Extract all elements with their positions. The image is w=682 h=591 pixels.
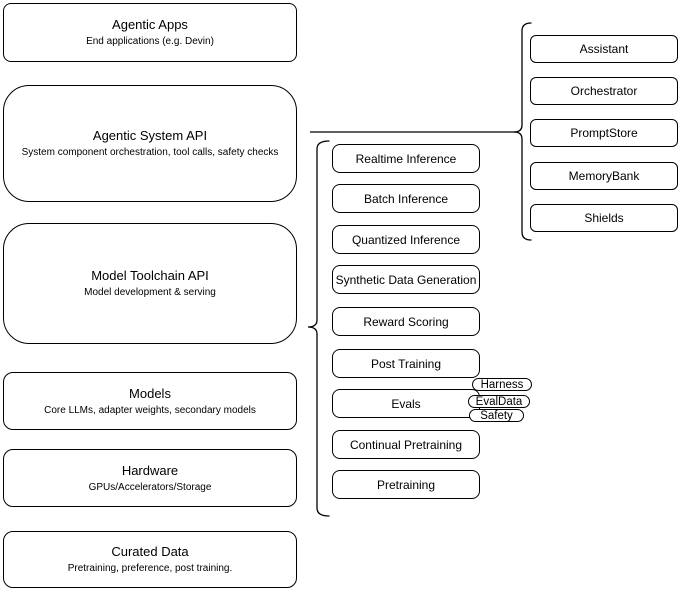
- node-memorybank: MemoryBank: [530, 162, 678, 190]
- node-label: Shields: [584, 211, 624, 225]
- node-curated-data: Curated Data Pretraining, preference, po…: [3, 531, 297, 588]
- node-agentic-system-api: Agentic System API System component orch…: [3, 85, 297, 202]
- node-label: Orchestrator: [570, 84, 638, 98]
- node-batch-inference: Batch Inference: [332, 184, 480, 213]
- node-continual-pretraining: Continual Pretraining: [332, 430, 480, 459]
- node-title: Hardware: [121, 462, 179, 478]
- node-subtitle: Core LLMs, adapter weights, secondary mo…: [44, 404, 256, 416]
- tag-harness: Harness: [472, 378, 532, 391]
- node-title: Curated Data: [111, 544, 189, 559]
- node-label: Post Training: [370, 356, 442, 371]
- node-label: Synthetic Data Generation: [335, 272, 477, 287]
- node-subtitle: Pretraining, preference, post training.: [67, 563, 233, 574]
- node-post-training: Post Training: [332, 349, 480, 378]
- node-shields: Shields: [530, 204, 678, 232]
- node-promptstore: PromptStore: [530, 119, 678, 147]
- node-label: Assistant: [579, 42, 629, 56]
- node-subtitle: End applications (e.g. Devin): [86, 36, 214, 47]
- tag-label: Harness: [480, 378, 524, 391]
- node-label: PromptStore: [570, 126, 638, 140]
- node-label: Reward Scoring: [363, 314, 449, 329]
- node-subtitle: System component orchestration, tool cal…: [21, 147, 279, 158]
- node-title: Agentic Apps: [112, 17, 188, 32]
- toolchain-brace: [307, 140, 330, 517]
- node-label: Quantized Inference: [351, 232, 461, 247]
- node-subtitle: GPUs/Accelerators/Storage: [88, 481, 212, 493]
- node-label: Realtime Inference: [355, 151, 457, 166]
- node-orchestrator: Orchestrator: [530, 77, 678, 105]
- tag-evaldata: EvalData: [468, 395, 530, 408]
- node-synthetic-data-generation: Synthetic Data Generation: [332, 265, 480, 294]
- node-label: Pretraining: [376, 477, 436, 492]
- node-models: Models Core LLMs, adapter weights, secon…: [3, 372, 297, 430]
- node-hardware: Hardware GPUs/Accelerators/Storage: [3, 449, 297, 507]
- node-assistant: Assistant: [530, 35, 678, 63]
- node-title: Model Toolchain API: [91, 268, 209, 283]
- components-brace: [513, 22, 532, 241]
- node-evals: Evals: [332, 389, 480, 418]
- tag-label: EvalData: [475, 395, 523, 408]
- node-title: Agentic System API: [92, 128, 208, 143]
- tag-label: Safety: [480, 409, 513, 422]
- node-realtime-inference: Realtime Inference: [332, 144, 480, 173]
- node-agentic-apps: Agentic Apps End applications (e.g. Devi…: [3, 3, 297, 62]
- node-pretraining: Pretraining: [332, 470, 480, 499]
- node-quantized-inference: Quantized Inference: [332, 225, 480, 254]
- node-title: Models: [129, 385, 171, 401]
- node-label: Continual Pretraining: [349, 437, 463, 452]
- node-label: Evals: [391, 396, 421, 411]
- node-label: MemoryBank: [568, 169, 640, 183]
- node-model-toolchain-api: Model Toolchain API Model development & …: [3, 223, 297, 344]
- tag-safety: Safety: [469, 409, 524, 422]
- node-reward-scoring: Reward Scoring: [332, 307, 480, 336]
- node-label: Batch Inference: [363, 191, 449, 206]
- node-subtitle: Model development & serving: [84, 287, 216, 298]
